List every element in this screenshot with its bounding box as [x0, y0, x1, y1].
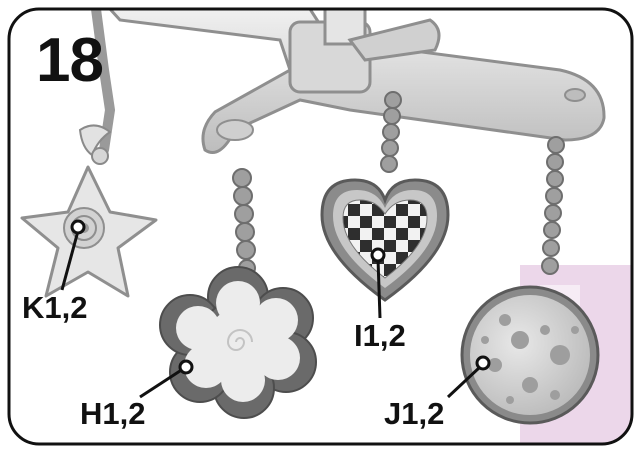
callout-pointers	[60, 219, 491, 399]
pointer-h	[139, 359, 194, 399]
pointer-k	[60, 219, 86, 291]
heart-toy	[320, 178, 450, 302]
frame-border	[7, 7, 634, 446]
callout-label-j: J1,2	[384, 396, 445, 431]
pointer-j	[446, 355, 491, 399]
pointer-i	[370, 247, 386, 319]
star-toy	[20, 165, 158, 298]
flower-toy	[159, 266, 317, 419]
mobile-arm	[106, 9, 606, 154]
callout-label-i: I1,2	[354, 318, 406, 353]
star-hanger	[78, 9, 116, 165]
callout-label-k: K1,2	[22, 290, 88, 325]
step-number: 18	[36, 26, 104, 95]
round-toy	[460, 285, 600, 425]
callout-label-h: H1,2	[80, 396, 146, 431]
